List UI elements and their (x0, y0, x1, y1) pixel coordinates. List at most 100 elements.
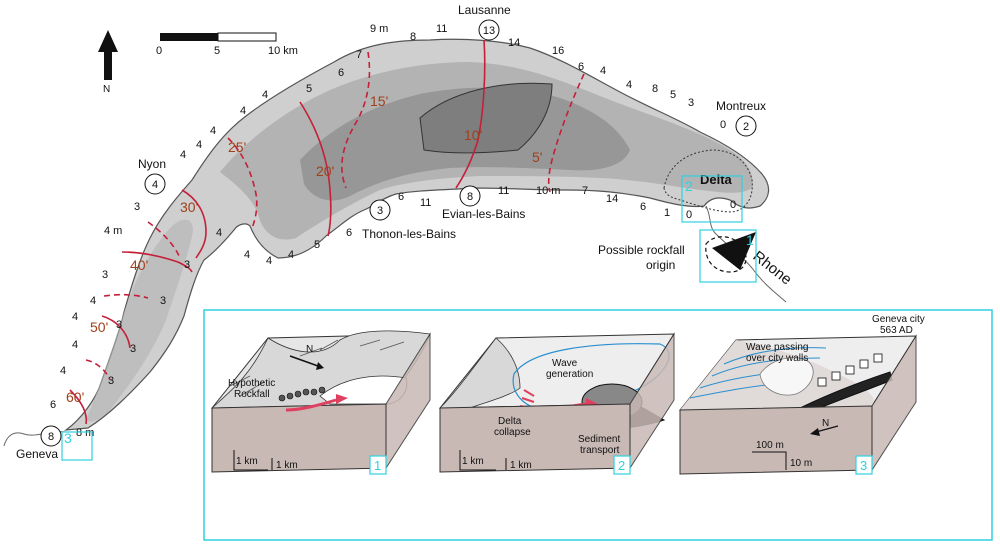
panel-1-red-arrow (285, 398, 337, 412)
wave-height-label: 0 (730, 199, 736, 211)
wave-height-label: 14 (606, 193, 618, 205)
debris-rock (318, 386, 326, 394)
panel-1-scale-lines (233, 450, 273, 471)
wave-height-label: 7 (356, 49, 362, 61)
lake-depth-deep (419, 82, 553, 154)
panel-2-scale-1: 1 km (462, 456, 484, 467)
city-geneva: 8 Geneva (16, 425, 62, 461)
panel-3-wave-line2: over city walls (746, 353, 808, 364)
panel-2-mountain (439, 337, 521, 409)
box-label-2: 2 (685, 178, 693, 194)
wave-height-label: 6 (338, 67, 344, 79)
north-arrow: N (98, 30, 118, 95)
rockfall-origin-label: Possible rockfall origin (598, 243, 688, 272)
panel-2-wave-line1: Wave (552, 358, 578, 369)
house (817, 377, 827, 387)
wave-height-label: 7 (582, 185, 588, 197)
wave-height-label: 1 (664, 207, 670, 219)
panel-1-badge (369, 455, 387, 475)
delta-dotted-outline (663, 149, 753, 213)
house (831, 371, 841, 381)
isochrone-line-60 (69, 389, 88, 425)
wave-height-label: 4 (266, 255, 272, 267)
panel-3-north-arrow (815, 425, 839, 433)
panel-2-label-wave: Wave generation (546, 358, 593, 380)
debris-rock (310, 388, 318, 396)
panel-2-sediment-line2: transport (580, 445, 620, 456)
wave-height-label: 0 (720, 119, 726, 131)
panel-3-north-arrowhead (810, 428, 820, 436)
highlight-box-3 (61, 431, 93, 461)
rockfall-dashed-outline (705, 236, 747, 273)
south-shore-values: 0 0 1 6 14 7 10 m 11 11 6 6 5 4 4 4 4 3 … (76, 185, 736, 439)
west-shore-values: 3 4 m 3 4 4 4 6 4 3 (50, 201, 140, 411)
isochrone-label-25: 25' (228, 139, 246, 155)
highlight-box-1 (699, 229, 757, 283)
scale-bar-black (160, 33, 218, 41)
wave-height-label: 11 (436, 23, 447, 35)
box-label-3: 3 (64, 430, 72, 446)
rhone-area: Rhone Possible rockfall origin (598, 205, 795, 303)
box-label-1: 1 (746, 232, 754, 248)
city-lausanne-value: 13 (483, 25, 495, 37)
house (859, 359, 869, 369)
city-evian-label: Evian-les-Bains (442, 207, 525, 221)
scale-bar-white (217, 32, 277, 42)
wave-height-label: 4 (288, 249, 294, 261)
city-geneva-label: Geneva (16, 447, 58, 461)
panel-3-label-north: N (822, 418, 829, 429)
city-evian-value: 8 (467, 191, 473, 203)
city-geneva-circle (40, 425, 62, 447)
wave-height-label: 3 (116, 319, 122, 331)
wave-height-label: 14 (508, 37, 520, 49)
rockfall-debris (278, 386, 326, 402)
panel-1-rockfall-line2: Rockfall (234, 389, 270, 400)
city-nyon-label: Nyon (138, 157, 166, 171)
city-lausanne-circle (478, 19, 500, 41)
wave-height-label: 3 (160, 295, 166, 307)
isochrone-line-30 (181, 189, 207, 259)
wave-height-label: 11 (498, 185, 509, 197)
panel-3-wave-lines (689, 347, 827, 399)
wave-height-label: 6 (398, 191, 404, 203)
isochrone-label-60: 60' (66, 389, 84, 405)
house (845, 365, 855, 375)
panel-1-label-rockfall: Hypothetic Rockfall (228, 378, 278, 400)
isochrone-line-40b (147, 221, 181, 259)
north-arrow-shaft (104, 50, 112, 80)
panel-3-badge (855, 455, 873, 475)
isochrone-line-20 (299, 101, 332, 237)
wave-height-label: 8 m (76, 427, 94, 439)
scale-tick-5: 5 (214, 45, 220, 57)
panel-3-side (871, 334, 917, 472)
wave-height-label: 6 (346, 227, 352, 239)
wave-height-label: 4 (196, 139, 202, 151)
wave-height-label: 16 (552, 45, 564, 57)
wave-height-label: 3 (184, 259, 190, 271)
wave-height-label: 3 (130, 343, 136, 355)
city-evian: 8 Evian-les-Bains (442, 185, 525, 221)
wave-height-label: 4 (210, 125, 216, 137)
isochrone-label-15: 15' (370, 93, 388, 109)
panel-3-wave-line1: Wave passing (746, 342, 808, 353)
isochrone-labels: 5' 10' 15' 20' 25' 30' 40' 50' 60' (66, 93, 542, 405)
wave-height-label: 4 (90, 295, 96, 307)
city-evian-circle (459, 185, 481, 207)
city-thonon-value: 3 (377, 205, 383, 217)
city-thonon: 3 Thonon-les-Bains (362, 199, 456, 241)
city-nyon: Nyon 4 (138, 157, 166, 195)
wave-height-label: 6 (640, 201, 646, 213)
isochrone-line-40 (121, 251, 193, 273)
isochrone-label-30: 30' (180, 199, 198, 215)
wave-height-label: 4 (60, 365, 66, 377)
panel-1-north-arrow (289, 355, 319, 367)
wave-height-label: 4 (244, 249, 250, 261)
isochrone-label-20: 20' (316, 163, 334, 179)
city-montreux: Montreux 2 (716, 99, 766, 137)
scale-tick-0: 0 (156, 45, 162, 57)
panel-3-scale-1: 100 m (756, 440, 784, 451)
wave-height-label: 4 (216, 227, 222, 239)
panel-2-collapse-line2: collapse (494, 427, 531, 438)
scale-tick-10: 10 km (268, 45, 298, 57)
